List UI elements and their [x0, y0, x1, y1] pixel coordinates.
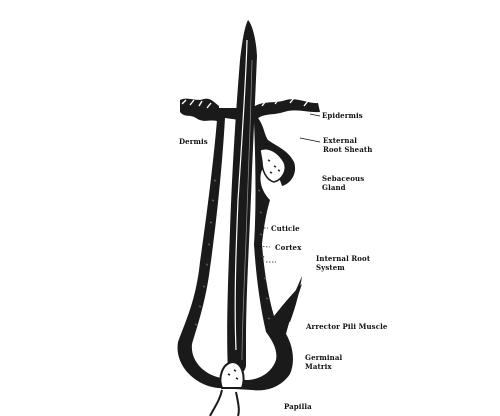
papilla-vessels: [210, 390, 239, 416]
label-external-root-sheath-line1: External: [323, 136, 372, 145]
epidermis-right-band: [252, 99, 320, 122]
label-dermis: Dermis: [179, 137, 208, 146]
label-sebaceous-gland-line2: Gland: [322, 183, 364, 192]
label-internal-root-system-line1: Internal Root: [316, 254, 370, 263]
label-external-root-sheath: External Root Sheath: [323, 136, 372, 154]
arrector-pili-muscle: [282, 276, 302, 322]
leader-external-root-sheath: [300, 138, 320, 142]
label-germinal-matrix-line1: Germinal: [305, 353, 342, 362]
label-sebaceous-gland-line1: Sebaceous: [322, 174, 364, 183]
label-germinal-matrix-line2: Matrix: [305, 362, 342, 371]
papilla-shape: [220, 362, 243, 388]
label-papilla: Papilla: [284, 402, 312, 411]
label-cuticle: Cuticle: [271, 224, 300, 233]
label-internal-root-system-line2: System: [316, 263, 370, 272]
label-germinal-matrix: Germinal Matrix: [305, 353, 342, 371]
leader-epidermis: [310, 114, 320, 116]
epidermis-left-band: [180, 99, 219, 122]
label-arrector-pili-muscle: Arrector Pili Muscle: [306, 322, 387, 331]
label-internal-root-system: Internal Root System: [316, 254, 370, 272]
label-epidermis: Epidermis: [322, 111, 363, 120]
label-cortex: Cortex: [275, 243, 301, 252]
label-external-root-sheath-line2: Root Sheath: [323, 145, 372, 154]
label-sebaceous-gland: Sebaceous Gland: [322, 174, 364, 192]
